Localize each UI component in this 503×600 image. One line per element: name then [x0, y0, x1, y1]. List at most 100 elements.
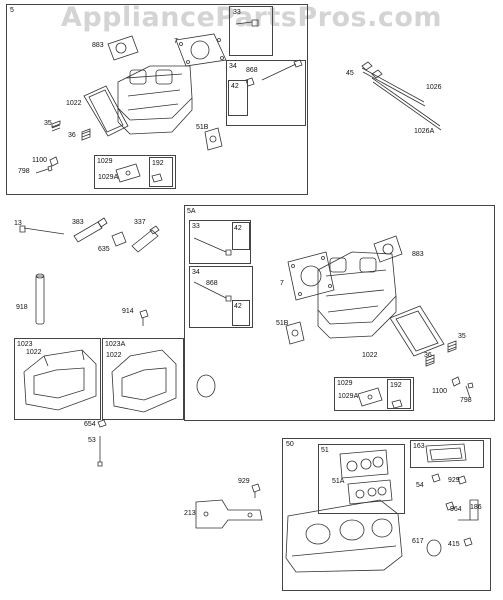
callout-1022c: 1022 [106, 352, 122, 359]
valve-springs-b [425, 340, 457, 367]
spark-plug-383 [73, 217, 108, 243]
gasket-51A [347, 479, 393, 505]
callout-1100b: 1100 [432, 388, 448, 395]
fitting-929b [457, 475, 467, 485]
group-label-1029a: 1029 [97, 158, 113, 165]
breather-51b-b [285, 321, 305, 345]
callout-964: 964 [450, 506, 462, 513]
bolt-13 [19, 225, 65, 235]
callout-914: 914 [122, 308, 134, 315]
callout-36b: 36 [424, 352, 432, 359]
screw-654 [97, 419, 107, 428]
intake-manifold-50 [285, 499, 403, 573]
screw-798a [35, 165, 53, 174]
gasket-163 [425, 443, 467, 463]
group-label-1029b: 1029 [337, 380, 353, 387]
group-box-1029a [94, 155, 176, 189]
rocker-cover-gasket-1022a [83, 85, 129, 137]
group-box-34b [189, 266, 253, 328]
rocker-cover-gasket-1022b [389, 305, 445, 357]
tube-918 [35, 273, 45, 325]
callout-918: 918 [16, 304, 28, 311]
group-box-192b [387, 379, 411, 409]
oring-617 [426, 539, 442, 557]
callout-53: 53 [88, 437, 96, 444]
oring-5A [196, 374, 216, 398]
breather-51b-a [204, 127, 223, 151]
group-box-163 [410, 440, 484, 468]
group-box-51 [318, 444, 405, 514]
group-label-1023A: 1023A [105, 341, 126, 348]
group-label-192a: 192 [152, 160, 164, 167]
group-box-1023 [14, 338, 101, 420]
callout-337: 337 [134, 219, 146, 226]
spark-plug-337 [131, 225, 160, 253]
callout-415: 415 [448, 541, 460, 548]
screw-798b [465, 382, 474, 399]
callout-186: 186 [470, 504, 482, 511]
group-box-50 [282, 438, 491, 591]
callout-798a: 798 [18, 168, 30, 175]
group-box-33a [229, 6, 273, 56]
callout-35a: 35 [44, 120, 52, 127]
callout-868b: 868 [206, 280, 218, 287]
callout-617: 617 [412, 538, 424, 545]
group-label-42a: 42 [231, 83, 239, 90]
callout-7b: 7 [280, 280, 284, 287]
callout-883a: 883 [92, 42, 104, 49]
stud-53 [97, 436, 103, 467]
group-label-50: 50 [286, 441, 294, 448]
callout-51Bb: 51B [276, 320, 289, 327]
group-label-51: 51 [321, 447, 329, 454]
callout-1029Ab: 1029A [338, 393, 359, 400]
group-label-33a: 33 [233, 9, 241, 16]
callout-635: 635 [98, 246, 110, 253]
cylinder-head-5 [117, 65, 193, 135]
plug-964 [445, 501, 455, 511]
group-box-192a [149, 157, 173, 187]
callout-13: 13 [14, 220, 22, 227]
callout-51Ba: 51B [196, 124, 209, 131]
rocker-cover-1023A [111, 349, 177, 413]
screw-1100a [49, 156, 59, 167]
screw-54 [431, 473, 441, 483]
boot-635 [111, 231, 127, 247]
callout-1100a: 1100 [32, 157, 48, 164]
callout-868a: 868 [246, 67, 258, 74]
watermark: AppliancePartsPros.com [60, 2, 443, 33]
callout-1026A: 1026A [414, 128, 435, 135]
callout-1022a: 1022 [66, 100, 82, 107]
group-label-33b: 33 [192, 223, 200, 230]
callout-929b: 929 [448, 477, 460, 484]
callout-929a: 929 [238, 478, 250, 485]
group-label-163: 163 [413, 443, 425, 450]
callout-36a: 36 [68, 132, 76, 139]
rocker-cover-1023 [23, 349, 97, 411]
group-label-5: 5 [10, 7, 14, 14]
group-box-34a [226, 60, 306, 126]
callout-1026: 1026 [426, 84, 442, 91]
callout-35b: 35 [458, 333, 466, 340]
group-box-33b [189, 220, 251, 264]
group-label-34b: 34 [192, 269, 200, 276]
callout-45: 45 [346, 70, 354, 77]
group-box-1029b [334, 377, 414, 411]
group-box-42a [228, 80, 248, 116]
head-gasket-7b [287, 251, 335, 301]
group-label-192b: 192 [390, 382, 402, 389]
callout-1029Aa: 1029A [98, 174, 119, 181]
screw-1100b [451, 376, 461, 387]
callout-798b: 798 [460, 397, 472, 404]
cap-415 [463, 537, 473, 547]
valve-33a [235, 19, 259, 27]
group-label-42b: 42 [234, 225, 242, 232]
gasket-51 [339, 449, 389, 479]
pushrods-45-1026 [361, 61, 442, 131]
head-gasket-883b [373, 235, 403, 263]
callout-51A: 51A [332, 478, 345, 485]
group-label-5A: 5A [187, 208, 196, 215]
cylinder-head-5A [317, 251, 397, 339]
elbow-186 [458, 499, 479, 521]
callout-1022b: 1022 [26, 349, 42, 356]
